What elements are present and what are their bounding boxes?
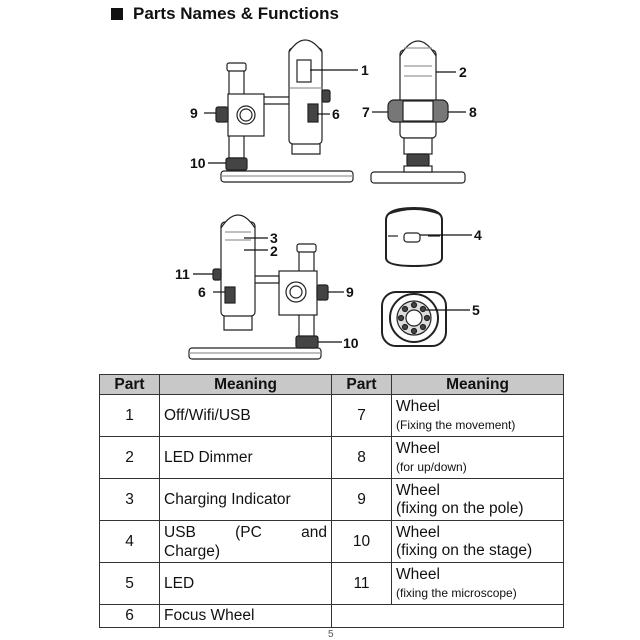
wheel-detail: (fixing on the stage) — [396, 542, 533, 559]
page-number: 5 — [328, 629, 334, 640]
part-number: 9 — [331, 478, 392, 521]
microscope-bottom-view-e — [381, 291, 447, 347]
wheel-label: Wheel — [396, 482, 440, 499]
part-number: 4 — [99, 520, 160, 563]
table-row: 5 LED 11 Wheel (fixing the microscope) — [99, 562, 564, 605]
wheel-label: Wheel — [396, 566, 440, 583]
parts-table: Part Meaning Part Meaning 1 Off/Wifi/USB… — [99, 374, 564, 628]
microscope-top-view-d — [385, 206, 443, 268]
callout-5: 5 — [472, 302, 480, 318]
table-row: 1 Off/Wifi/USB 7 Wheel (Fixing the movem… — [99, 394, 564, 437]
wheel-label: Wheel — [396, 398, 440, 415]
meaning-word: USB — [164, 523, 196, 541]
callout-10b: 10 — [343, 335, 359, 351]
table-row: 4 USB (PC and Charge) 10 Wheel (fixing o… — [99, 520, 564, 563]
wheel-detail: (Fixing the movement) — [396, 418, 516, 432]
callout-2b: 2 — [270, 243, 278, 259]
part-number: 7 — [331, 394, 392, 437]
meaning-line2: Charge) — [164, 542, 220, 560]
wheel-detail: (for up/down) — [396, 460, 467, 474]
microscope-side-view-c — [188, 214, 329, 360]
parts-illustration: 1 2 7 8 9 6 10 3 2 4 11 6 9 5 10 — [175, 39, 482, 360]
heading-bullet-icon — [111, 8, 123, 20]
callout-7: 7 — [362, 104, 370, 120]
callout-10: 10 — [190, 155, 206, 171]
microscope-side-view-a — [215, 39, 354, 183]
part-number: 11 — [331, 562, 392, 605]
header-part: Part — [331, 374, 392, 395]
empty-cell — [331, 604, 564, 628]
part-meaning: Wheel (fixing the microscope) — [391, 562, 564, 605]
table-row: 2 LED Dimmer 8 Wheel (for up/down) — [99, 436, 564, 479]
callout-11: 11 — [175, 266, 190, 282]
part-number: 3 — [99, 478, 160, 521]
part-meaning: Wheel (Fixing the movement) — [391, 394, 564, 437]
part-number: 8 — [331, 436, 392, 479]
part-meaning: Wheel (fixing on the stage) — [391, 520, 564, 563]
table-row: 6 Focus Wheel — [99, 604, 564, 628]
callout-9b: 9 — [346, 284, 354, 300]
part-meaning: Wheel (fixing on the pole) — [391, 478, 564, 521]
header-part: Part — [99, 374, 160, 395]
callout-8: 8 — [469, 104, 477, 120]
callout-9: 9 — [190, 105, 198, 121]
microscope-front-view-b — [370, 40, 466, 184]
callout-6b: 6 — [198, 284, 206, 300]
part-meaning: Off/Wifi/USB — [159, 394, 332, 437]
table-row: 3 Charging Indicator 9 Wheel (fixing on … — [99, 478, 564, 521]
part-number: 6 — [99, 604, 160, 628]
section-heading: Parts Names & Functions — [111, 4, 339, 24]
heading-title: Parts Names & Functions — [133, 4, 339, 23]
part-meaning: USB (PC and Charge) — [159, 520, 332, 563]
wheel-detail: (fixing the microscope) — [396, 586, 517, 600]
table-header-row: Part Meaning Part Meaning — [99, 374, 564, 395]
part-meaning: LED Dimmer — [159, 436, 332, 479]
callout-2: 2 — [459, 64, 467, 80]
wheel-label: Wheel — [396, 524, 440, 541]
part-number: 1 — [99, 394, 160, 437]
meaning-word: and — [301, 523, 327, 541]
callout-3: 3 — [270, 230, 278, 246]
part-meaning: Focus Wheel — [159, 604, 332, 628]
part-number: 2 — [99, 436, 160, 479]
meaning-word: (PC — [235, 523, 262, 541]
leader-lines — [193, 69, 472, 343]
part-number: 5 — [99, 562, 160, 605]
part-meaning: LED — [159, 562, 332, 605]
microscope-drawings — [188, 39, 472, 360]
callout-6: 6 — [332, 106, 340, 122]
wheel-detail: (fixing on the pole) — [396, 500, 524, 517]
part-meaning: Wheel (for up/down) — [391, 436, 564, 479]
callout-4: 4 — [474, 227, 482, 243]
header-meaning: Meaning — [159, 374, 332, 395]
callout-1: 1 — [361, 62, 369, 78]
part-meaning: Charging Indicator — [159, 478, 332, 521]
wheel-label: Wheel — [396, 440, 440, 457]
header-meaning: Meaning — [391, 374, 564, 395]
part-number: 10 — [331, 520, 392, 563]
